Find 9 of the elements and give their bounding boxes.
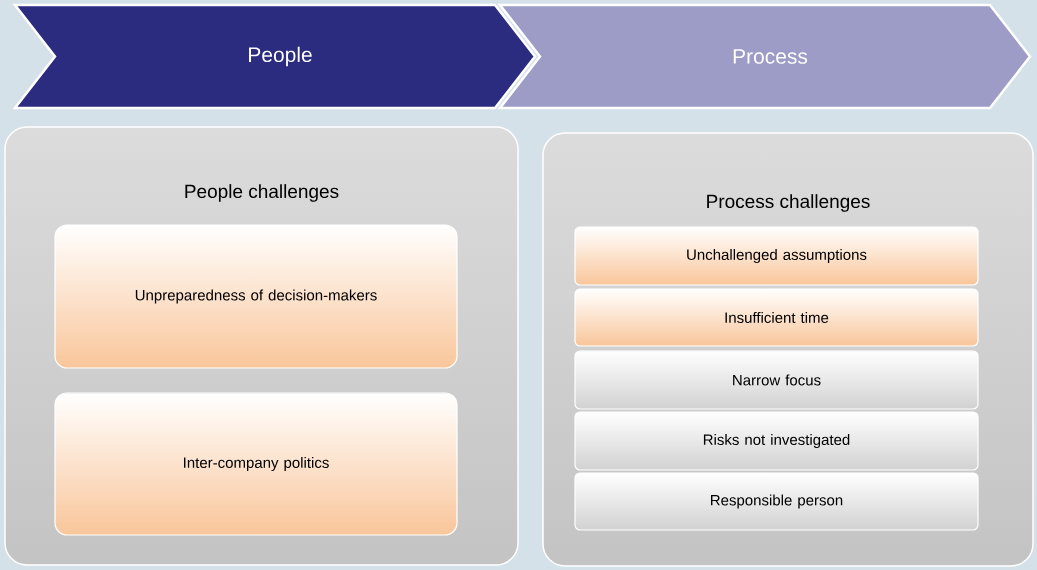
challenge-box: Unchallenged assumptions bbox=[574, 226, 979, 286]
challenge-box: Inter-company politics bbox=[54, 392, 458, 536]
challenge-box: Narrow focus bbox=[574, 350, 979, 410]
challenge-box: Insufficient time bbox=[574, 288, 979, 347]
challenge-box: Unpreparedness of decision-makers bbox=[54, 224, 458, 369]
chevron: Process bbox=[497, 3, 1032, 110]
challenge-box: Risks not investigated bbox=[574, 411, 979, 471]
chevron: People bbox=[12, 3, 537, 110]
challenge-box: Responsible person bbox=[574, 472, 979, 531]
